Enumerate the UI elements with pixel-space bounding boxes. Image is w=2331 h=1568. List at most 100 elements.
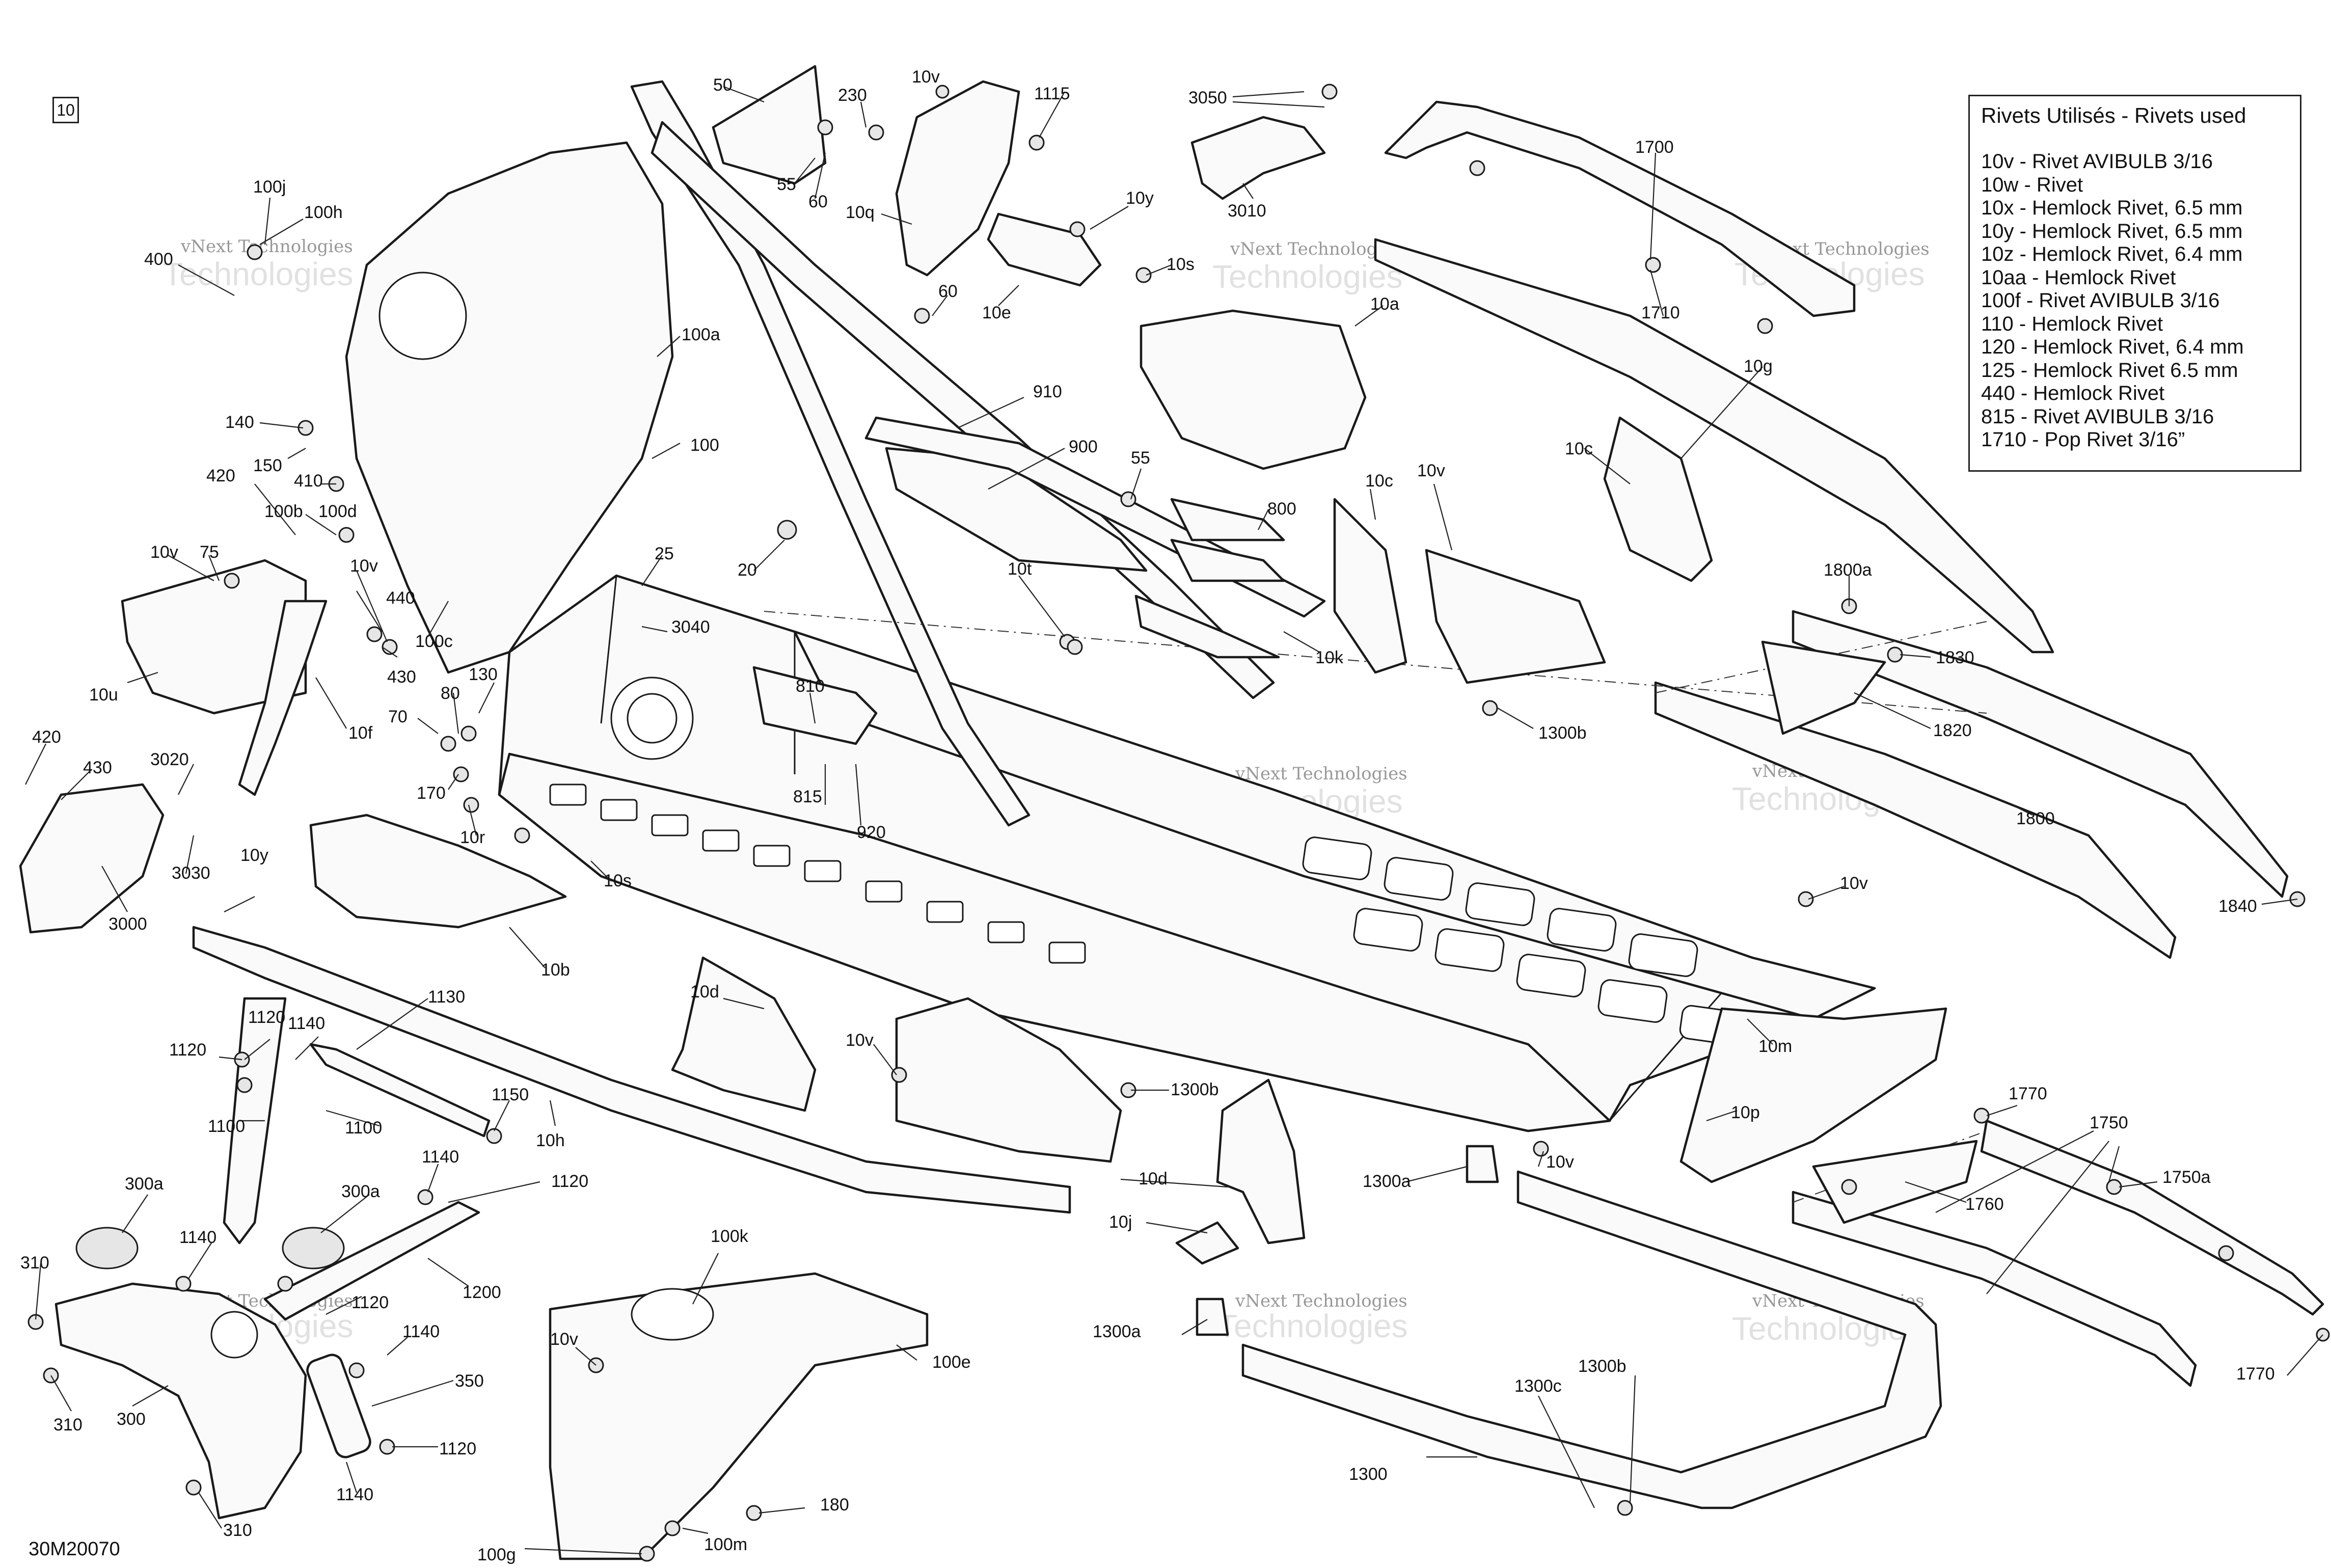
plate-50 bbox=[712, 65, 827, 185]
side-slots bbox=[549, 783, 1086, 964]
callout-label: 1150 bbox=[492, 1085, 529, 1104]
callout-label: 70 bbox=[388, 707, 408, 726]
callout-label: 100b bbox=[264, 502, 303, 521]
mount-hole bbox=[210, 1311, 258, 1359]
rod-1100-short bbox=[309, 1043, 491, 1138]
callout-label: 100a bbox=[682, 325, 720, 344]
watermark-text: vNext Technologies bbox=[1235, 764, 1407, 784]
callout-label: 300 bbox=[117, 1410, 146, 1429]
callout-label: 10y bbox=[240, 846, 268, 865]
legend-item: 1710 - Pop Rivet 3/16” bbox=[1981, 428, 2185, 451]
slide-rail-1750 bbox=[1792, 1191, 2197, 1387]
callout-label: 1750 bbox=[2090, 1113, 2128, 1132]
callout-label: 1760 bbox=[1965, 1195, 2004, 1214]
gusset-10c-left bbox=[1333, 498, 1407, 674]
callout-label: 350 bbox=[455, 1371, 484, 1391]
callouts: 100j 100h 400 140 150 410 420 100b 100d … bbox=[20, 67, 2275, 1564]
callout-label: 810 bbox=[796, 677, 825, 696]
legend-item: 120 - Hemlock Rivet, 6.4 mm bbox=[1981, 336, 2244, 358]
callout-label: 10v bbox=[846, 1031, 874, 1050]
callout-label: 10v bbox=[350, 556, 378, 576]
plate-10b bbox=[309, 814, 567, 929]
callout-label: 440 bbox=[386, 588, 415, 608]
callout-label: 10y bbox=[1126, 188, 1154, 208]
callout-label: 910 bbox=[1033, 382, 1062, 401]
callout-label: 180 bbox=[820, 1495, 849, 1515]
callout-label: 310 bbox=[53, 1415, 83, 1435]
front-bumper-10h bbox=[192, 926, 1071, 1214]
callout-label: 1710 bbox=[1641, 303, 1680, 322]
callout-label: 1115 bbox=[1034, 84, 1070, 103]
legend-item: 815 - Rivet AVIBULB 3/16 bbox=[1981, 405, 2214, 428]
callout-label: 3030 bbox=[172, 863, 210, 883]
plate-10k bbox=[1134, 594, 1280, 659]
callout-label: 10u bbox=[89, 685, 118, 705]
diagram-tag: 10 bbox=[52, 97, 79, 123]
callout-label: 10s bbox=[604, 871, 632, 890]
callout-label: 800 bbox=[1267, 499, 1296, 519]
tunnel-edges bbox=[498, 575, 1753, 1121]
callout-label: 3020 bbox=[150, 750, 189, 769]
gusset-10d-right bbox=[1216, 1078, 1306, 1245]
callout-label: 1120 bbox=[248, 1008, 285, 1027]
callout-label: 300a bbox=[125, 1174, 164, 1194]
bracket-10p bbox=[1679, 1007, 1947, 1183]
callout-label: 1700 bbox=[1635, 138, 1674, 157]
callout-label: 1120 bbox=[439, 1439, 476, 1458]
callout-label: 1300b bbox=[1171, 1080, 1219, 1099]
callout-label: 100j bbox=[253, 177, 286, 197]
callout-label: 1120 bbox=[351, 1293, 389, 1312]
watermark-text: vNext Technologies bbox=[1235, 1291, 1407, 1311]
legend-item: 125 - Hemlock Rivet 6.5 mm bbox=[1981, 359, 2238, 382]
callout-label: 150 bbox=[253, 456, 282, 475]
callout-label: 130 bbox=[469, 665, 498, 684]
rod-1200 bbox=[263, 1201, 480, 1321]
cylinder-350 bbox=[306, 1354, 371, 1458]
callout-label: 815 bbox=[793, 787, 822, 806]
callout-label: 1140 bbox=[422, 1147, 459, 1167]
callout-label: 420 bbox=[206, 466, 235, 485]
legend-item: 100f - Rivet AVIBULB 3/16 bbox=[1981, 289, 2220, 312]
callout-label: 10a bbox=[1370, 294, 1399, 314]
callout-label: 230 bbox=[838, 86, 867, 105]
rivet-legend: Rivets Utilisés - Rivets used 10v - Rive… bbox=[1968, 95, 2301, 472]
gusset-10d-lower bbox=[895, 997, 1122, 1163]
callout-label: 10g bbox=[1744, 357, 1773, 376]
strap-10f bbox=[238, 600, 328, 796]
callout-label: 170 bbox=[417, 783, 446, 803]
steering-opening bbox=[378, 272, 467, 360]
bracket-1300a-lower bbox=[1196, 1297, 1229, 1336]
callout-label: 430 bbox=[387, 667, 416, 687]
upper-frame-tube-left bbox=[630, 80, 1031, 827]
callout-label: 1770 bbox=[2009, 1084, 2047, 1103]
callout-label: 10v bbox=[1546, 1152, 1574, 1172]
skid-plate-100e bbox=[549, 1272, 929, 1560]
legend-item: 10v - Rivet AVIBULB 3/16 bbox=[1981, 150, 2213, 173]
bracket-10q bbox=[895, 80, 1020, 277]
callout-label: 1300c bbox=[1514, 1376, 1562, 1396]
watermark-text: vNext Technologies bbox=[1230, 239, 1402, 259]
callout-label: 10e bbox=[982, 303, 1011, 322]
callout-label: 1100 bbox=[208, 1117, 245, 1136]
callout-label: 1140 bbox=[288, 1014, 325, 1033]
callout-label: 10c bbox=[1565, 439, 1593, 458]
legend-item: 110 - Hemlock Rivet bbox=[1981, 312, 2163, 335]
callout-label: 10s bbox=[1167, 255, 1195, 274]
callout-label: 100k bbox=[711, 1227, 749, 1246]
callout-label: 10j bbox=[1109, 1212, 1132, 1232]
tunnel-cutouts bbox=[1302, 836, 1744, 1046]
callout-label: 400 bbox=[144, 250, 173, 269]
callout-label: 100e bbox=[932, 1353, 971, 1372]
callout-label: 75 bbox=[200, 543, 219, 562]
bracket-810 bbox=[752, 666, 878, 745]
bumper-300a bbox=[75, 1227, 139, 1269]
crossbar-1820 bbox=[1761, 640, 1886, 735]
callout-label: 100 bbox=[690, 436, 719, 455]
callout-label: 1140 bbox=[402, 1322, 440, 1341]
callout-label: 3050 bbox=[1188, 88, 1227, 107]
callout-label: 50 bbox=[713, 75, 733, 95]
slide-rail-1750-upper bbox=[1980, 1119, 2324, 1316]
plate-10j bbox=[1175, 1221, 1239, 1265]
callout-label: 10k bbox=[1315, 648, 1344, 667]
